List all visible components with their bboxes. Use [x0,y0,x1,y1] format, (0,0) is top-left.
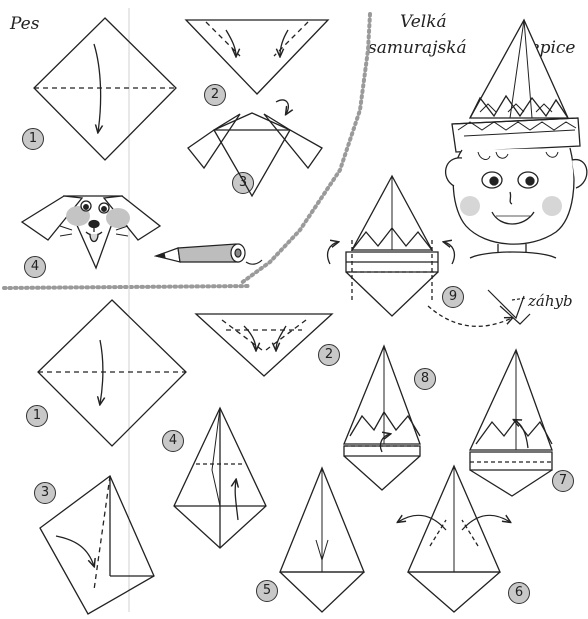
pencil-illustration [156,244,262,264]
hat-step-7 [470,350,552,496]
hat-step-6 [398,466,510,612]
dog-step-3 [188,100,322,196]
dotted-divider-diagonal [240,14,370,284]
dotted-divider-horizontal [4,286,250,288]
hat-step-5 [280,468,364,612]
hat-step-8 [344,346,420,490]
dog-step-4 [22,196,160,268]
boy-with-samurai-hat [446,20,587,258]
dog-step-1 [34,18,176,160]
hat-step-2 [196,314,332,376]
hat-step-1 [38,300,186,446]
hat-step-3 [40,476,154,614]
hat-step-4 [174,408,266,548]
dog-step-2 [186,20,328,94]
